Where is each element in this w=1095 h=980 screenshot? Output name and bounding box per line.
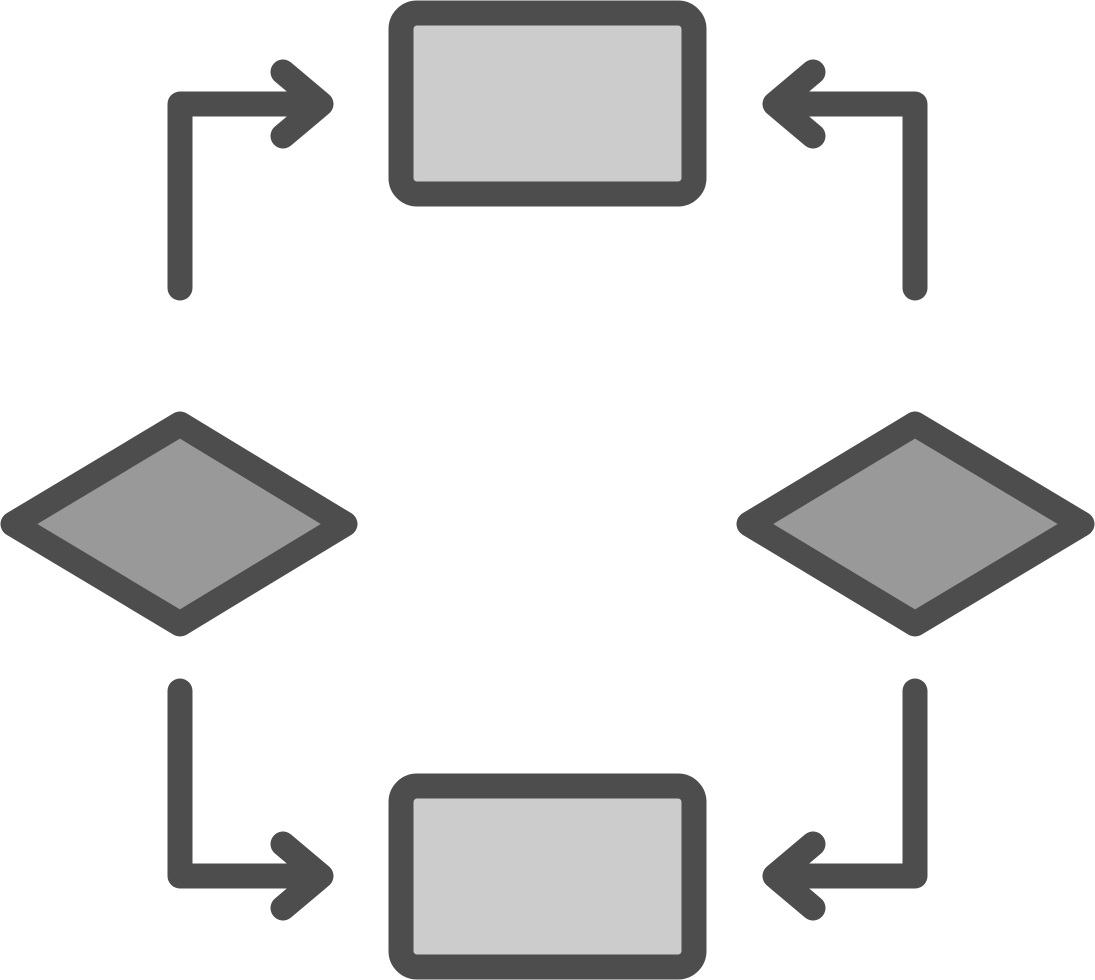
arrow-bottom-right-icon bbox=[762, 678, 928, 921]
arrow-bottom-left-icon bbox=[167, 678, 334, 921]
arrow-top-left-icon bbox=[167, 59, 334, 301]
decision-diamond-left bbox=[0, 411, 358, 637]
decision-diamond-right bbox=[736, 411, 1095, 637]
process-box-top bbox=[388, 0, 707, 207]
arrow-top-right-icon bbox=[762, 59, 928, 301]
process-box-bottom bbox=[388, 773, 707, 980]
